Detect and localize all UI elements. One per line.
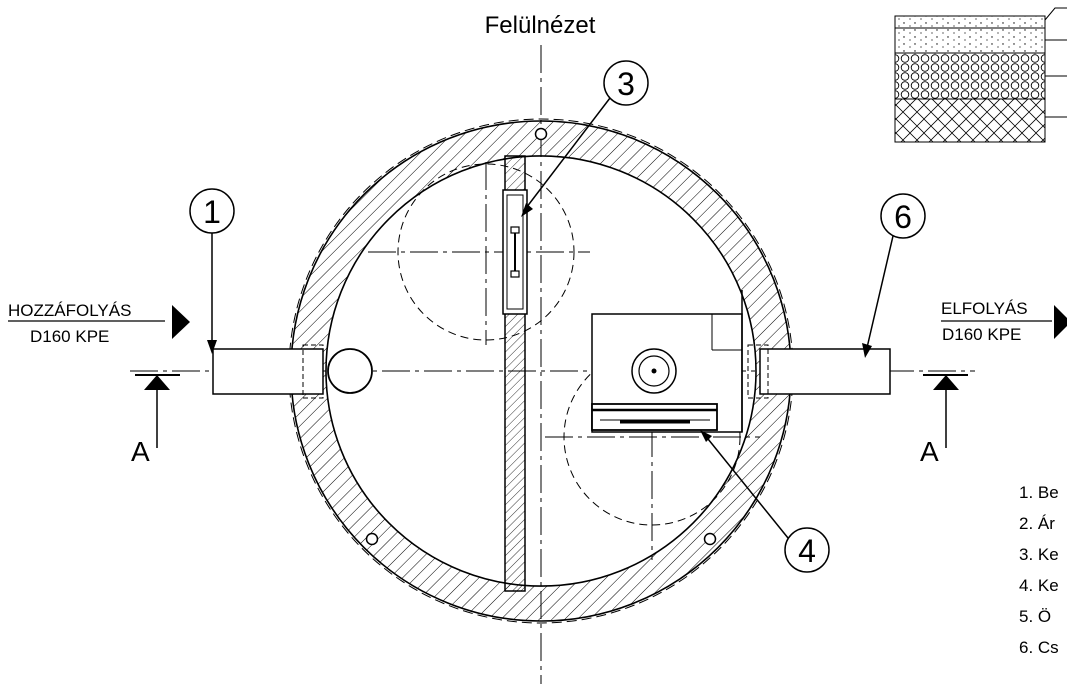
outflow-label: ELFOLYÁS (941, 299, 1028, 318)
callout-1: 1 (189, 188, 235, 354)
callout-6: 6 (862, 193, 926, 358)
item-list-entry: 1. Be (1019, 483, 1059, 502)
sand-layer (894, 27, 1046, 54)
bolt-hole-top (534, 127, 548, 141)
callout-3: 3 (521, 60, 649, 217)
soil-layer-legend (894, 7, 1067, 143)
callout-3-number: 3 (617, 66, 635, 102)
bolt-hole-right (703, 532, 717, 546)
filter-tray (591, 403, 718, 431)
partition-wall (502, 155, 528, 592)
drawing-title: Felülnézet (485, 12, 596, 39)
inlet-elbow (327, 348, 373, 394)
outflow-arrow-icon (1054, 305, 1067, 339)
item-list-entry: 2. Ár (1019, 514, 1055, 533)
inflow-pipe-spec: D160 KPE (30, 327, 109, 346)
callout-1-number: 1 (203, 194, 221, 230)
callout-4-number: 4 (798, 533, 816, 569)
item-list-entry: 3. Ke (1019, 545, 1059, 564)
section-label-right: A (920, 436, 939, 467)
outflow-label-group: ELFOLYÁS D160 KPE (941, 299, 1067, 344)
manhole-ring (288, 118, 794, 624)
callout-6-number: 6 (894, 199, 912, 235)
section-label-left: A (131, 436, 150, 467)
item-list: 1. Be 2. Ár 3. Ke 4. Ke 5. Ö 6. Cs (1019, 483, 1059, 657)
outflow-pipe-spec: D160 KPE (942, 325, 1021, 344)
subsoil-layer (894, 98, 1046, 143)
inlet-pipe (212, 344, 373, 399)
inflow-label: HOZZÁFOLYÁS (8, 301, 131, 320)
gravel-layer (894, 52, 1046, 100)
item-list-entry: 5. Ö (1019, 607, 1051, 626)
inflow-arrow-icon (172, 305, 190, 339)
inflow-label-group: HOZZÁFOLYÁS D160 KPE (8, 301, 190, 346)
item-list-entry: 6. Cs (1019, 638, 1059, 657)
outlet-pipe (747, 344, 891, 399)
outlet-ring-inner (638, 355, 670, 387)
phantom-circles (397, 163, 741, 526)
section-mark-left: A (131, 374, 180, 467)
item-list-entry: 4. Ke (1019, 576, 1059, 595)
outlet-device (591, 290, 743, 433)
section-mark-right: A (920, 374, 968, 467)
callout-4: 4 (700, 430, 830, 573)
topsoil-layer (894, 15, 1046, 29)
bolt-hole-left (365, 532, 379, 546)
